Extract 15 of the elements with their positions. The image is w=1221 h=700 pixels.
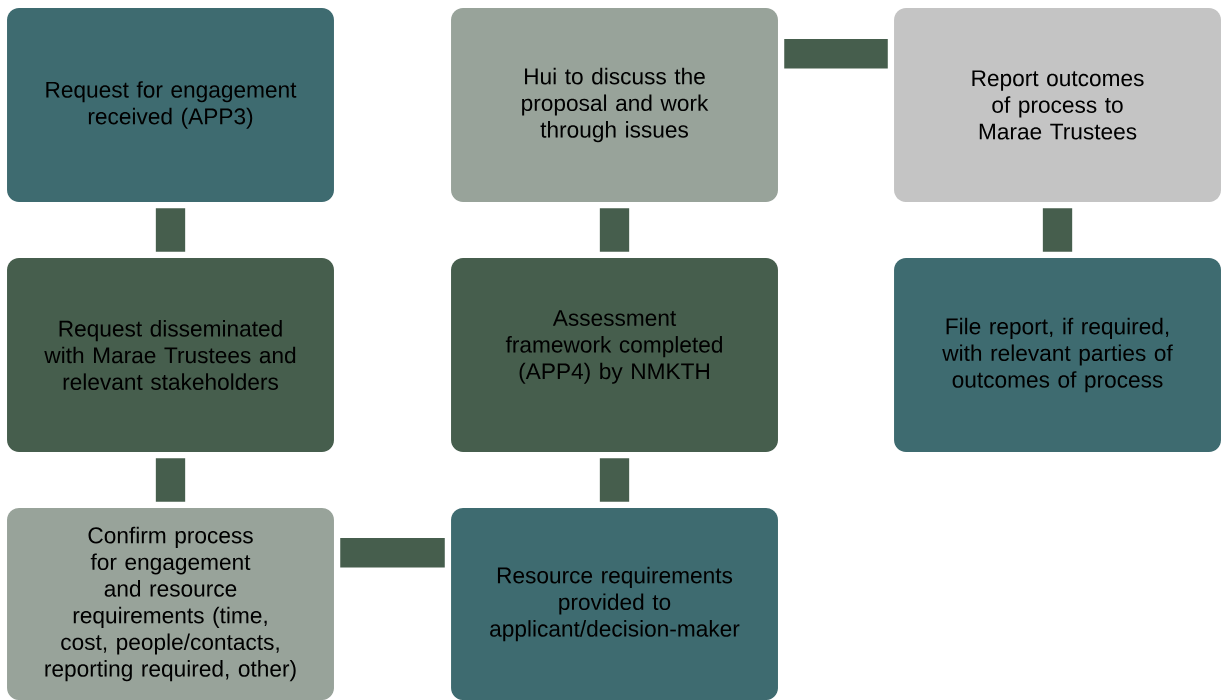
connector-bar [155, 458, 186, 502]
process-box: Resource requirements provided to applicant/decision-maker [451, 508, 778, 700]
process-box: Report outcomes of process to Marae Trustees [894, 8, 1221, 202]
process-box: File report, if required, with relevant parties of outcomes of process [894, 258, 1221, 452]
connector-bar [340, 538, 445, 568]
connector-bar [1042, 208, 1073, 252]
process-box: Hui to discuss the proposal and work through issues [451, 8, 778, 202]
process-box: Request for engagement received (APP3) [7, 8, 334, 202]
process-box: Request disseminated with Marae Trustees and relevant stakeholders [7, 258, 334, 452]
connector-bar [155, 208, 186, 252]
process-box: Assessment framework completed (APP4) by NMKTH [451, 258, 778, 452]
connector-bar [784, 39, 888, 69]
process-box: Confirm process for engagement and resource requirements (time, cost, people/contacts, reporting required, other) [7, 508, 334, 700]
connector-bar [599, 208, 630, 252]
connector-bar [599, 458, 630, 502]
